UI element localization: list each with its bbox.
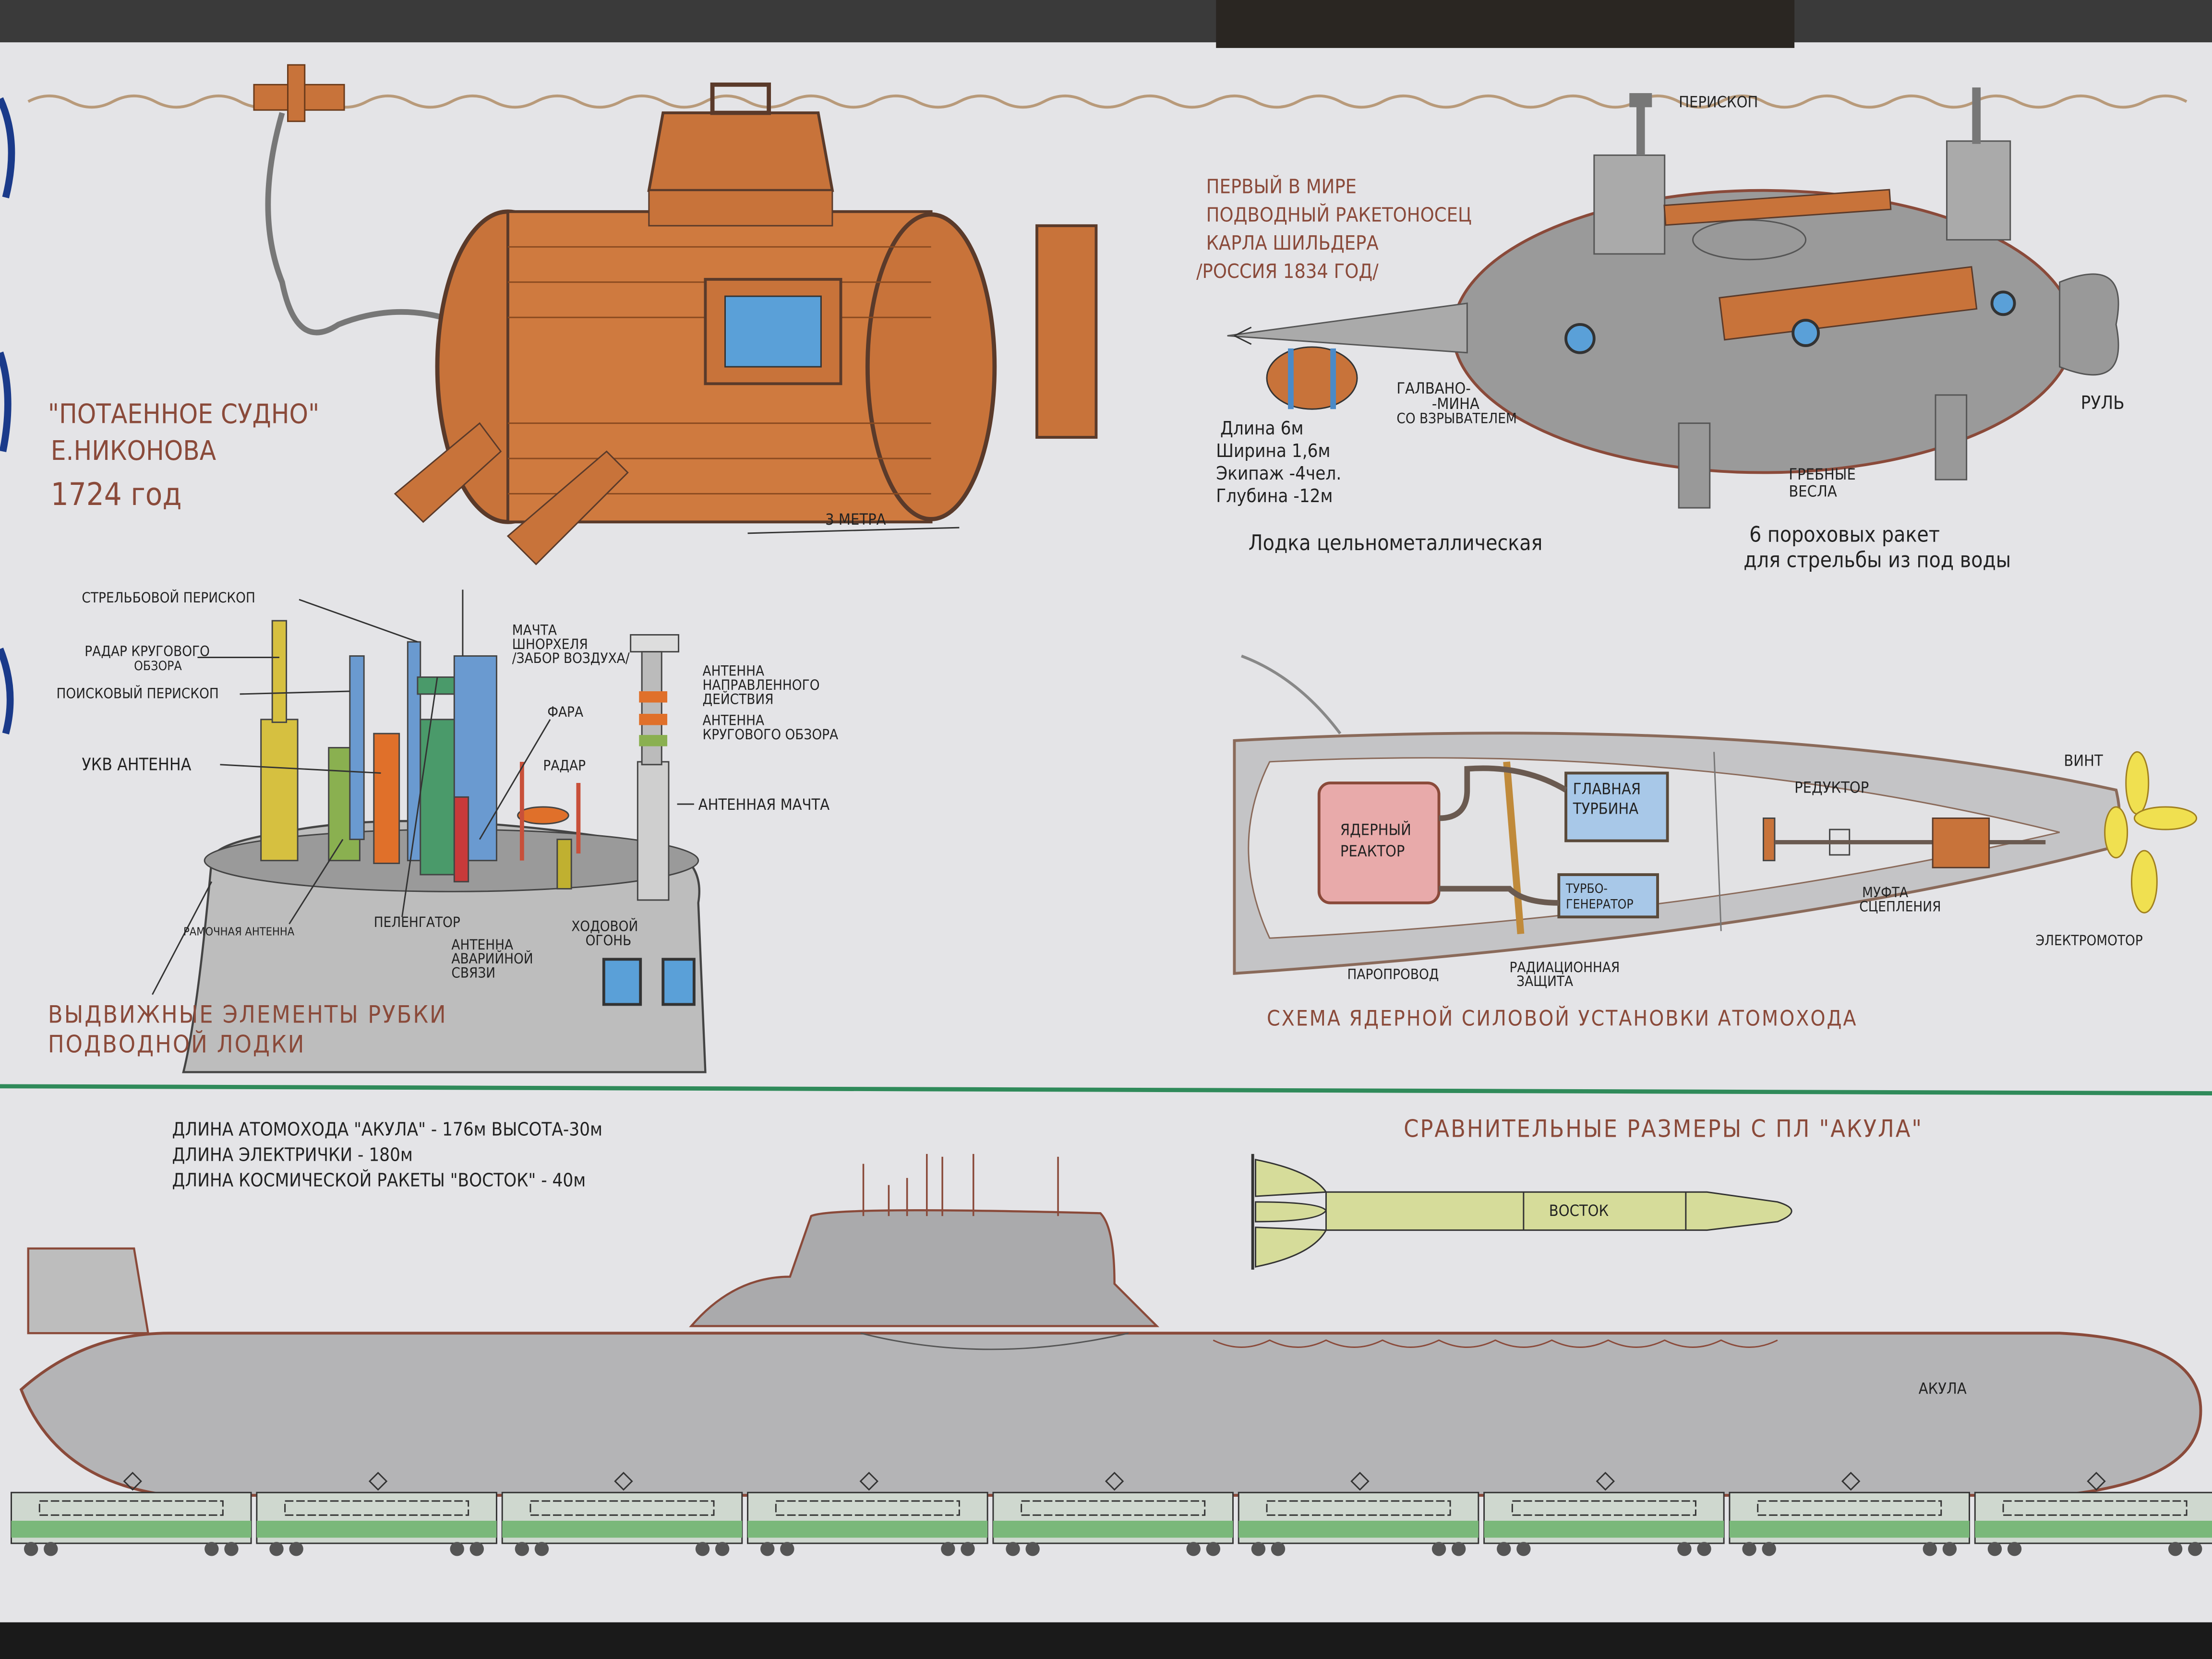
label-direction-finder: ПЕЛЕНГАТОР [374,914,460,930]
oars-label-2: ВЕСЛА [1789,482,1837,500]
label-radar-circular-2: ОБЗОРА [134,659,182,673]
turbine-label-2: ТУРБИНА [1573,800,1639,818]
akula-submarine: АКУЛА [19,1154,2202,1497]
label-directional-3: ДЕЙСТВИЯ [703,690,774,707]
label-emergency-2: АВАРИЙНОЙ [451,950,533,967]
schilder-title-4: /РОССИЯ 1834 ГОД/ [1196,260,1379,283]
barrel-title-line1: "ПОТАЕННОЕ СУДНО" [48,399,319,430]
label-radar-circular-1: РАДАР КРУГОВОГО [84,643,210,660]
comparison-spec-2: ДЛИНА ЭЛЕКТРИЧКИ - 180м [172,1145,413,1166]
steam-label: ПАРОПРОВОД [1347,966,1439,983]
train-car [256,1472,497,1556]
shield-label-2: ЗАЩИТА [1516,973,1573,989]
nikonov-barrel-submarine: "ПОТАЕННОЕ СУДНО" Е.НИКОНОВА 1724 год 3 … [48,64,1098,565]
schilder-title-2: ПОДВОДНЫЙ РАКЕТОНОСЕЦ [1206,203,1472,226]
train-car [11,1472,252,1556]
label-emergency-3: СВЯЗИ [451,965,495,981]
spec-crew: Экипаж -4чел. [1216,463,1341,484]
label-radar: РАДАР [543,757,586,774]
label-loop: РАМОЧНАЯ АНТЕННА [183,925,295,938]
label-circular-antenna-2: КРУГОВОГО ОБЗОРА [703,726,839,743]
comparison-spec-1: ДЛИНА АТОМОХОДА "АКУЛА" - 176м ВЫСОТА-30… [172,1119,602,1141]
label-snorkel-3: /ЗАБОР ВОЗДУХА/ [512,650,630,666]
periscope-label: ПЕРИСКОП [1679,93,1758,111]
rockets-label-1: 6 пороховых ракет [1749,522,1940,547]
reactor-label-1: ЯДЕРНЫЙ [1340,821,1411,839]
oars-label-1: ГРЕБНЫЕ [1789,465,1855,483]
schilder-submarine: ПЕРВЫЙ В МИРЕ ПОДВОДНЫЙ РАКЕТОНОСЕЦ КАРЛ… [1196,87,2125,572]
train-car [1238,1472,1479,1556]
barrel-year: 1724 год [51,477,182,513]
rockets-label-2: для стрельбы из под воды [1743,548,2011,572]
label-snorkel-2: ШНОРХЕЛЯ [512,636,588,652]
vostok-rocket: ВОСТОК [1251,1154,1792,1270]
rudder-label: РУЛЬ [2081,393,2125,414]
label-vhf: УКВ АНТЕННА [82,755,191,775]
schilder-title-3: КАРЛА ШИЛЬДЕРА [1206,231,1379,254]
label-search-periscope: ПОИСКОВЫЙ ПЕРИСКОП [57,685,219,702]
rocket-label: ВОСТОК [1549,1202,1609,1220]
label-directional-1: АНТЕННА [703,663,765,679]
reactor-title: СХЕМА ЯДЕРНОЙ СИЛОВОЙ УСТАНОВКИ АТОМОХОД… [1267,1005,1857,1031]
generator-label-2: ГЕНЕРАТОР [1566,897,1634,912]
label-emergency-1: АНТЕННА [451,937,513,953]
tower-title-1: ВЫДВИЖНЫЕ ЭЛЕМЕНТЫ РУБКИ [48,1001,447,1029]
label-running-light-2: ОГОНЬ [586,932,632,949]
spec-depth: Глубина -12м [1216,486,1333,507]
electric-train [11,1472,2212,1556]
train-car [501,1472,743,1556]
clutch-label-2: СЦЕПЛЕНИЯ [1859,898,1941,914]
barrel-dimension: 3 МЕТРА [825,510,886,529]
barrel-title-line2: Е.НИКОНОВА [51,435,216,467]
comparison-title: СРАВНИТЕЛЬНЫЕ РАЗМЕРЫ С ПЛ "АКУЛА" [1404,1115,1923,1143]
label-snorkel-1: МАЧТА [512,622,557,638]
spec-width: Ширина 1,6м [1216,441,1330,462]
spec-length: Длина 6м [1220,418,1303,439]
schilder-caption: Лодка цельнометаллическая [1249,531,1543,555]
section-divider [0,1084,2212,1095]
mine-label-1: ГАЛВАНО- [1396,379,1471,397]
train-car [1729,1472,1970,1556]
train-car [992,1472,1234,1556]
motor-label: ЭЛЕКТРОМОТОР [2036,932,2143,949]
shield-label-1: РАДИАЦИОННАЯ [1509,959,1620,975]
reactor-label-2: РЕАКТОР [1340,842,1405,860]
label-headlight: ФАРА [547,704,583,720]
propeller-label: ВИНТ [2064,752,2103,770]
conning-tower-diagram: СТРЕЛЬБОВОЙ ПЕРИСКОП РАДАР КРУГОВОГО ОБЗ… [48,589,839,1073]
size-comparison: ДЛИНА АТОМОХОДА "АКУЛА" - 176м ВЫСОТА-30… [11,1115,2212,1556]
train-car [1483,1472,1725,1556]
mine-label-2: -МИНА [1432,395,1479,413]
nuclear-power-plant-diagram: ЯДЕРНЫЙ РЕАКТОР ГЛАВНАЯ ТУРБИНА ТУРБО- Г… [1233,654,2198,1031]
train-car [747,1472,988,1556]
turbine-label-1: ГЛАВНАЯ [1573,780,1641,798]
clutch-label-1: МУФТА [1862,884,1908,901]
mine-label-3: СО ВЗРЫВАТЕЛЕМ [1396,410,1516,427]
frame-top [1216,0,1795,48]
schilder-title-1: ПЕРВЫЙ В МИРЕ [1206,175,1357,198]
comparison-spec-3: ДЛИНА КОСМИЧЕСКОЙ РАКЕТЫ "ВОСТОК" - 40м [172,1169,586,1191]
label-mast: АНТЕННАЯ МАЧТА [698,795,830,814]
train-car [1974,1472,2212,1556]
label-firing-periscope: СТРЕЛЬБОВОЙ ПЕРИСКОП [82,589,255,606]
gearbox-label: РЕДУКТОР [1794,779,1869,797]
label-directional-2: НАПРАВЛЕННОГО [703,677,820,693]
tower-title-2: ПОДВОДНОЙ ЛОДКИ [48,1030,305,1058]
akula-label: АКУЛА [1919,1380,1967,1398]
water-line [27,94,2188,109]
label-circular-antenna-1: АНТЕННА [703,712,765,729]
label-running-light-1: ХОДОВОЙ [571,918,638,935]
generator-label-1: ТУРБО- [1565,881,1608,896]
